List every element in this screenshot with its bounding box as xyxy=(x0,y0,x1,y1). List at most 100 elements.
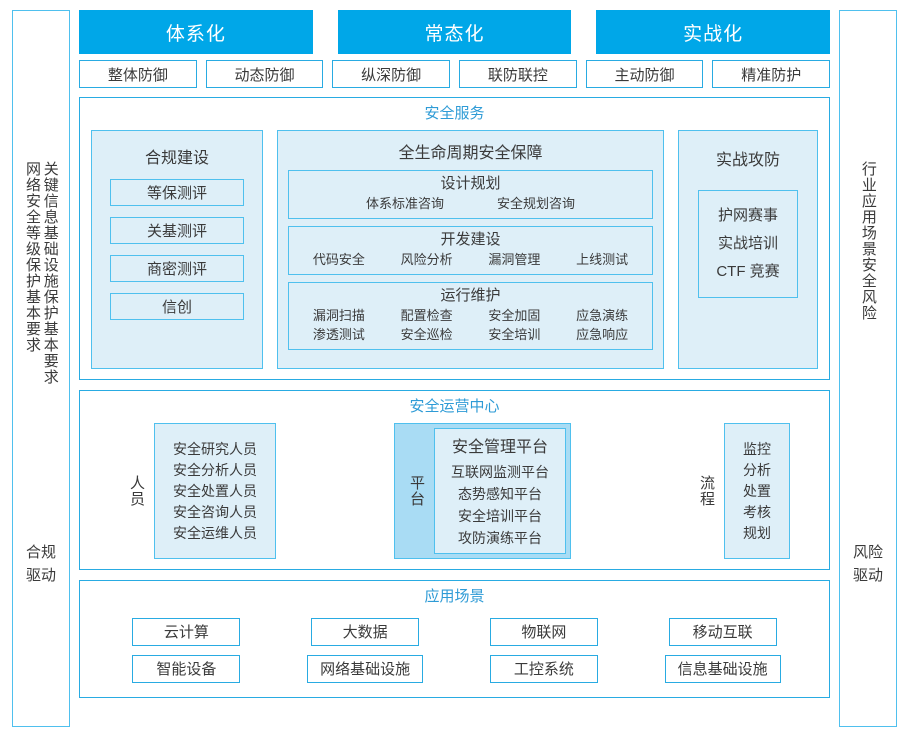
right-rail-vertical-text-group: 行业应用场景安全风险 xyxy=(840,161,896,321)
phase-operation-maintenance[interactable]: 运行维护 漏洞扫描 配置检查 安全加固 应急演练 渗透测试 安全巡检 安全培训 … xyxy=(288,282,653,350)
scenario-cloud-computing[interactable]: 云计算 xyxy=(132,617,241,646)
scenario-smart-device[interactable]: 智能设备 xyxy=(132,654,241,683)
phase-operation-maintenance-items-row2: 渗透测试 安全巡检 安全培训 应急响应 xyxy=(295,325,646,344)
soc-process-box[interactable]: 监控 分析 处置 考核 规划 xyxy=(724,423,790,559)
compliance-item-xinchuang[interactable]: 信创 xyxy=(110,293,244,320)
soc-people-item-operations: 安全运维人员 xyxy=(173,524,257,541)
scenario-industrial-control-system[interactable]: 工控系统 xyxy=(489,654,598,683)
soc-process-item-dispose: 处置 xyxy=(743,482,771,499)
scenario-cell-info-infra: 信息基础设施 xyxy=(657,654,788,683)
left-rail-vertical-text-1: 关键信息基础设施保护基本要求 xyxy=(41,161,59,385)
chip-joint-defense-control[interactable]: 联防联控 xyxy=(459,60,577,88)
soc-process-item-analyze: 分析 xyxy=(743,461,771,478)
soc-process-item-monitor: 监控 xyxy=(743,440,771,457)
phase-operation-maintenance-name: 运行维护 xyxy=(440,287,501,304)
chip-depth-defense[interactable]: 纵深防御 xyxy=(332,60,451,88)
center-column: 体系化 常态化 实战化 整体防御 动态防御 纵深防御 联防联控 主动防御 精准防… xyxy=(79,10,831,727)
chip-row: 整体防御 动态防御 纵深防御 联防联控 主动防御 精准防护 xyxy=(79,60,831,88)
left-rail: 网络安全等级保护基本要求 关键信息基础设施保护基本要求 合规 驱动 xyxy=(12,10,70,727)
left-rail-driver-line2: 驱动 xyxy=(25,567,56,585)
scenario-cell-iot: 物联网 xyxy=(479,617,610,646)
phase-item-code-security: 代码安全 xyxy=(312,252,365,267)
banner-normalization[interactable]: 常态化 xyxy=(337,10,572,54)
soc-process-group: 流程 监控 分析 处置 考核 规划 xyxy=(689,423,790,559)
compliance-panel: 合规建设 等保测评 关基测评 商密测评 信创 xyxy=(91,130,263,369)
compliance-title: 合规建设 xyxy=(144,150,209,167)
phase-development-construction-items: 代码安全 风险分析 漏洞管理 上线测试 xyxy=(295,250,646,269)
right-rail-driver-line2: 驱动 xyxy=(852,567,883,585)
soc-platform-item-internet-monitoring: 互联网监测平台 xyxy=(451,464,549,480)
phase-development-construction[interactable]: 开发建设 代码安全 风险分析 漏洞管理 上线测试 xyxy=(288,226,653,275)
compliance-item-guanji[interactable]: 关基测评 xyxy=(110,217,244,244)
soc-process-label: 流程 xyxy=(698,475,715,507)
chip-precise-protection[interactable]: 精准防护 xyxy=(712,60,831,88)
lifecycle-panel: 全生命周期安全保障 设计规划 体系标准咨询 安全规划咨询 开发建设 代码安全 风… xyxy=(277,130,664,369)
lifecycle-title: 全生命周期安全保障 xyxy=(398,145,543,162)
compliance-item-dengbao[interactable]: 等保测评 xyxy=(110,179,244,206)
phase-design-planning-name: 设计规划 xyxy=(440,175,501,192)
scenarios-grid: 云计算 大数据 物联网 移动互联 智能设备 xyxy=(91,613,818,687)
scenario-information-infrastructure[interactable]: 信息基础设施 xyxy=(664,654,781,683)
soc-platform-box[interactable]: 安全管理平台 互联网监测平台 态势感知平台 安全培训平台 攻防演练平台 xyxy=(434,428,566,554)
soc-body: 人员 安全研究人员 安全分析人员 安全处置人员 安全咨询人员 安全运维人员 平台… xyxy=(91,423,818,559)
scenario-cell-smart-device: 智能设备 xyxy=(121,654,252,683)
soc-platform-item-security-training: 安全培训平台 xyxy=(458,508,542,524)
scenario-cell-ics: 工控系统 xyxy=(479,654,610,683)
offense-defense-items[interactable]: 护网赛事 实战培训 CTF 竞赛 xyxy=(698,190,798,298)
phase-item-penetration-test: 渗透测试 xyxy=(312,327,365,342)
offense-defense-title: 实战攻防 xyxy=(715,152,780,169)
phase-design-planning-items: 体系标准咨询 安全规划咨询 xyxy=(295,194,646,213)
left-rail-vertical-text-2: 网络安全等级保护基本要求 xyxy=(24,161,41,353)
security-service-body: 合规建设 等保测评 关基测评 商密测评 信创 全生命周期安全保障 设计规划 体系… xyxy=(91,130,818,369)
scenarios-row-2: 智能设备 网络基础设施 工控系统 信息基础设施 xyxy=(121,654,788,683)
phase-operation-maintenance-items-row1: 漏洞扫描 配置检查 安全加固 应急演练 xyxy=(295,306,646,325)
banner-practical-combat[interactable]: 实战化 xyxy=(596,10,831,54)
right-rail: 行业应用场景安全风险 风险 驱动 xyxy=(839,10,897,727)
scenario-cell-bigdata: 大数据 xyxy=(300,617,431,646)
scenario-cell-mobile: 移动互联 xyxy=(657,617,788,646)
chip-overall-defense[interactable]: 整体防御 xyxy=(79,60,197,88)
phase-item-launch-testing: 上线测试 xyxy=(576,252,629,267)
section-security-service: 安全服务 合规建设 等保测评 关基测评 商密测评 信创 全生命周期安全保障 设计… xyxy=(79,97,830,380)
scenarios-title: 应用场景 xyxy=(424,588,485,605)
right-rail-driver: 风险 驱动 xyxy=(840,541,896,588)
soc-platform-title: 安全管理平台 xyxy=(451,439,548,456)
scenario-big-data[interactable]: 大数据 xyxy=(311,617,420,646)
offense-item-combat-training: 实战培训 xyxy=(717,235,778,252)
offense-item-huwang: 护网赛事 xyxy=(717,207,778,224)
left-rail-driver-line1: 合规 xyxy=(25,544,56,561)
left-rail-vertical-text-group: 网络安全等级保护基本要求 关键信息基础设施保护基本要求 xyxy=(13,161,69,385)
phase-item-vuln-scan: 漏洞扫描 xyxy=(312,308,365,323)
phase-item-config-check: 配置检查 xyxy=(400,308,453,323)
offense-defense-panel: 实战攻防 护网赛事 实战培训 CTF 竞赛 xyxy=(678,130,818,369)
chip-dynamic-defense[interactable]: 动态防御 xyxy=(205,60,324,88)
soc-people-box[interactable]: 安全研究人员 安全分析人员 安全处置人员 安全咨询人员 安全运维人员 xyxy=(154,423,276,559)
soc-people-item-consulting: 安全咨询人员 xyxy=(173,503,257,520)
left-rail-driver: 合规 驱动 xyxy=(13,541,69,588)
scenario-iot[interactable]: 物联网 xyxy=(489,617,598,646)
phase-item-standard-consulting: 体系标准咨询 xyxy=(365,196,444,211)
soc-process-item-assess: 考核 xyxy=(743,503,771,520)
phase-item-emergency-drill: 应急演练 xyxy=(576,308,629,323)
soc-title: 安全运营中心 xyxy=(409,398,500,415)
phase-item-security-inspection: 安全巡检 xyxy=(400,327,453,342)
scenario-network-infrastructure[interactable]: 网络基础设施 xyxy=(307,654,424,683)
soc-people-item-disposal: 安全处置人员 xyxy=(173,482,257,499)
soc-platform-item-attack-defense-drill: 攻防演练平台 xyxy=(458,530,542,546)
compliance-item-shangmi[interactable]: 商密测评 xyxy=(110,255,244,282)
scenario-cell-network-infra: 网络基础设施 xyxy=(300,654,431,683)
phase-design-planning[interactable]: 设计规划 体系标准咨询 安全规划咨询 xyxy=(288,170,653,219)
soc-process-item-plan: 规划 xyxy=(743,524,771,541)
phase-item-security-training: 安全培训 xyxy=(488,327,541,342)
banner-systematization[interactable]: 体系化 xyxy=(79,10,313,54)
phase-item-security-hardening: 安全加固 xyxy=(488,308,541,323)
soc-people-item-research: 安全研究人员 xyxy=(173,440,257,457)
scenario-cell-cloud: 云计算 xyxy=(121,617,252,646)
right-rail-vertical-text-1: 行业应用场景安全风险 xyxy=(859,161,877,321)
scenario-mobile-internet[interactable]: 移动互联 xyxy=(668,617,777,646)
scenarios-row-1: 云计算 大数据 物联网 移动互联 xyxy=(121,617,788,646)
phase-item-vulnerability-management: 漏洞管理 xyxy=(488,252,541,267)
section-security-operation-center: 安全运营中心 人员 安全研究人员 安全分析人员 安全处置人员 安全咨询人员 安全… xyxy=(79,390,830,570)
phase-item-emergency-response: 应急响应 xyxy=(576,327,629,342)
chip-active-defense[interactable]: 主动防御 xyxy=(585,60,704,88)
